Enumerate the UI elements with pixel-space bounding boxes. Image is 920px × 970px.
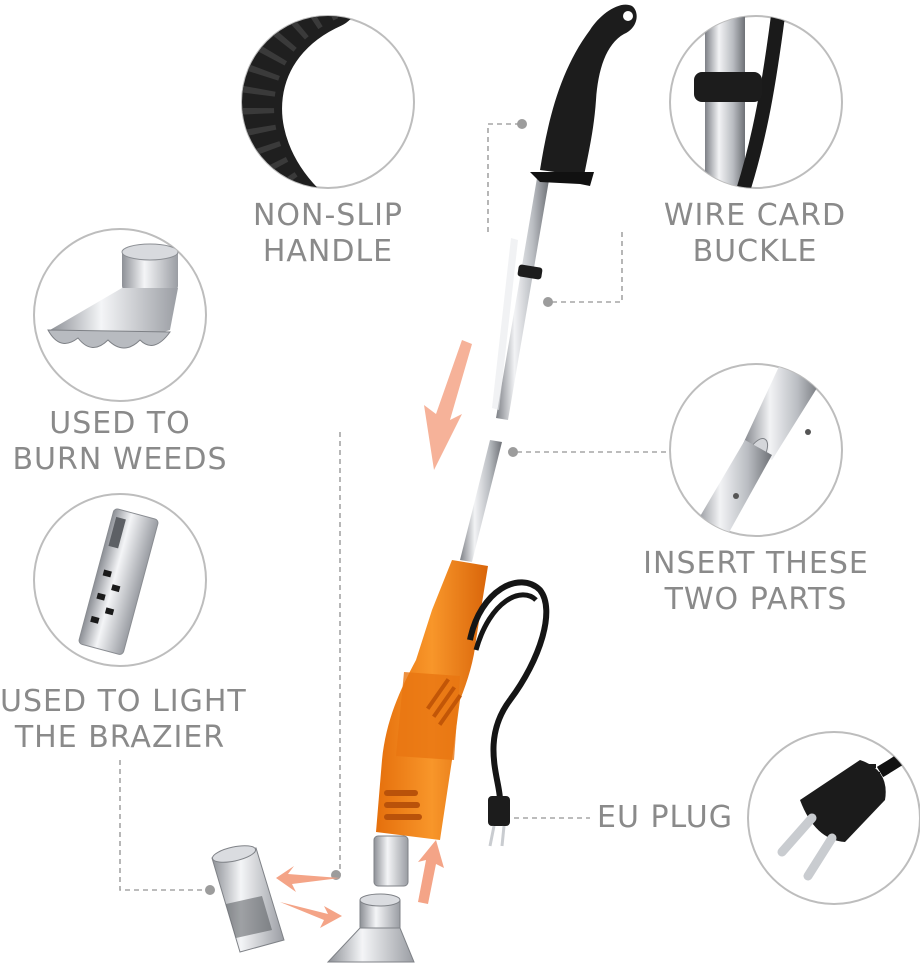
label-non-slip-handle: NON-SLIP HANDLE <box>238 198 418 270</box>
flat-nozzle-icon <box>33 493 207 667</box>
eu-plug-icon <box>747 731 920 905</box>
loose-flame-nozzle <box>326 893 415 963</box>
label-insert-parts: INSERT THESE TWO PARTS <box>640 546 872 618</box>
label-eu-plug: EU PLUG <box>590 800 740 836</box>
handle-grip-icon <box>241 15 415 189</box>
label-line: USED TO <box>49 406 191 441</box>
label-line: NON-SLIP <box>252 198 404 233</box>
label-wire-card-buckle: WIRE CARD BUCKLE <box>660 198 850 270</box>
buckle-clip-icon <box>669 15 843 189</box>
label-light-brazier: USED TO LIGHT THE BRAZIER <box>0 684 247 756</box>
label-line: INSERT THESE <box>643 546 869 581</box>
flame-nozzle-icon <box>33 228 207 402</box>
weed-burner-tool <box>373 4 637 887</box>
pole-joint-icon <box>669 363 843 537</box>
label-line: EU PLUG <box>597 800 733 835</box>
label-line: WIRE CARD <box>663 198 847 233</box>
label-line: TWO PARTS <box>664 582 848 617</box>
label-line: BUCKLE <box>692 234 818 269</box>
label-line: HANDLE <box>262 234 394 269</box>
loose-flat-nozzle <box>211 845 285 953</box>
label-line: THE BRAZIER <box>14 720 226 755</box>
assembly-arrows <box>276 340 472 928</box>
label-line: USED TO LIGHT <box>0 684 247 719</box>
label-line: BURN WEEDS <box>12 442 228 477</box>
label-burn-weeds: USED TO BURN WEEDS <box>0 406 240 478</box>
